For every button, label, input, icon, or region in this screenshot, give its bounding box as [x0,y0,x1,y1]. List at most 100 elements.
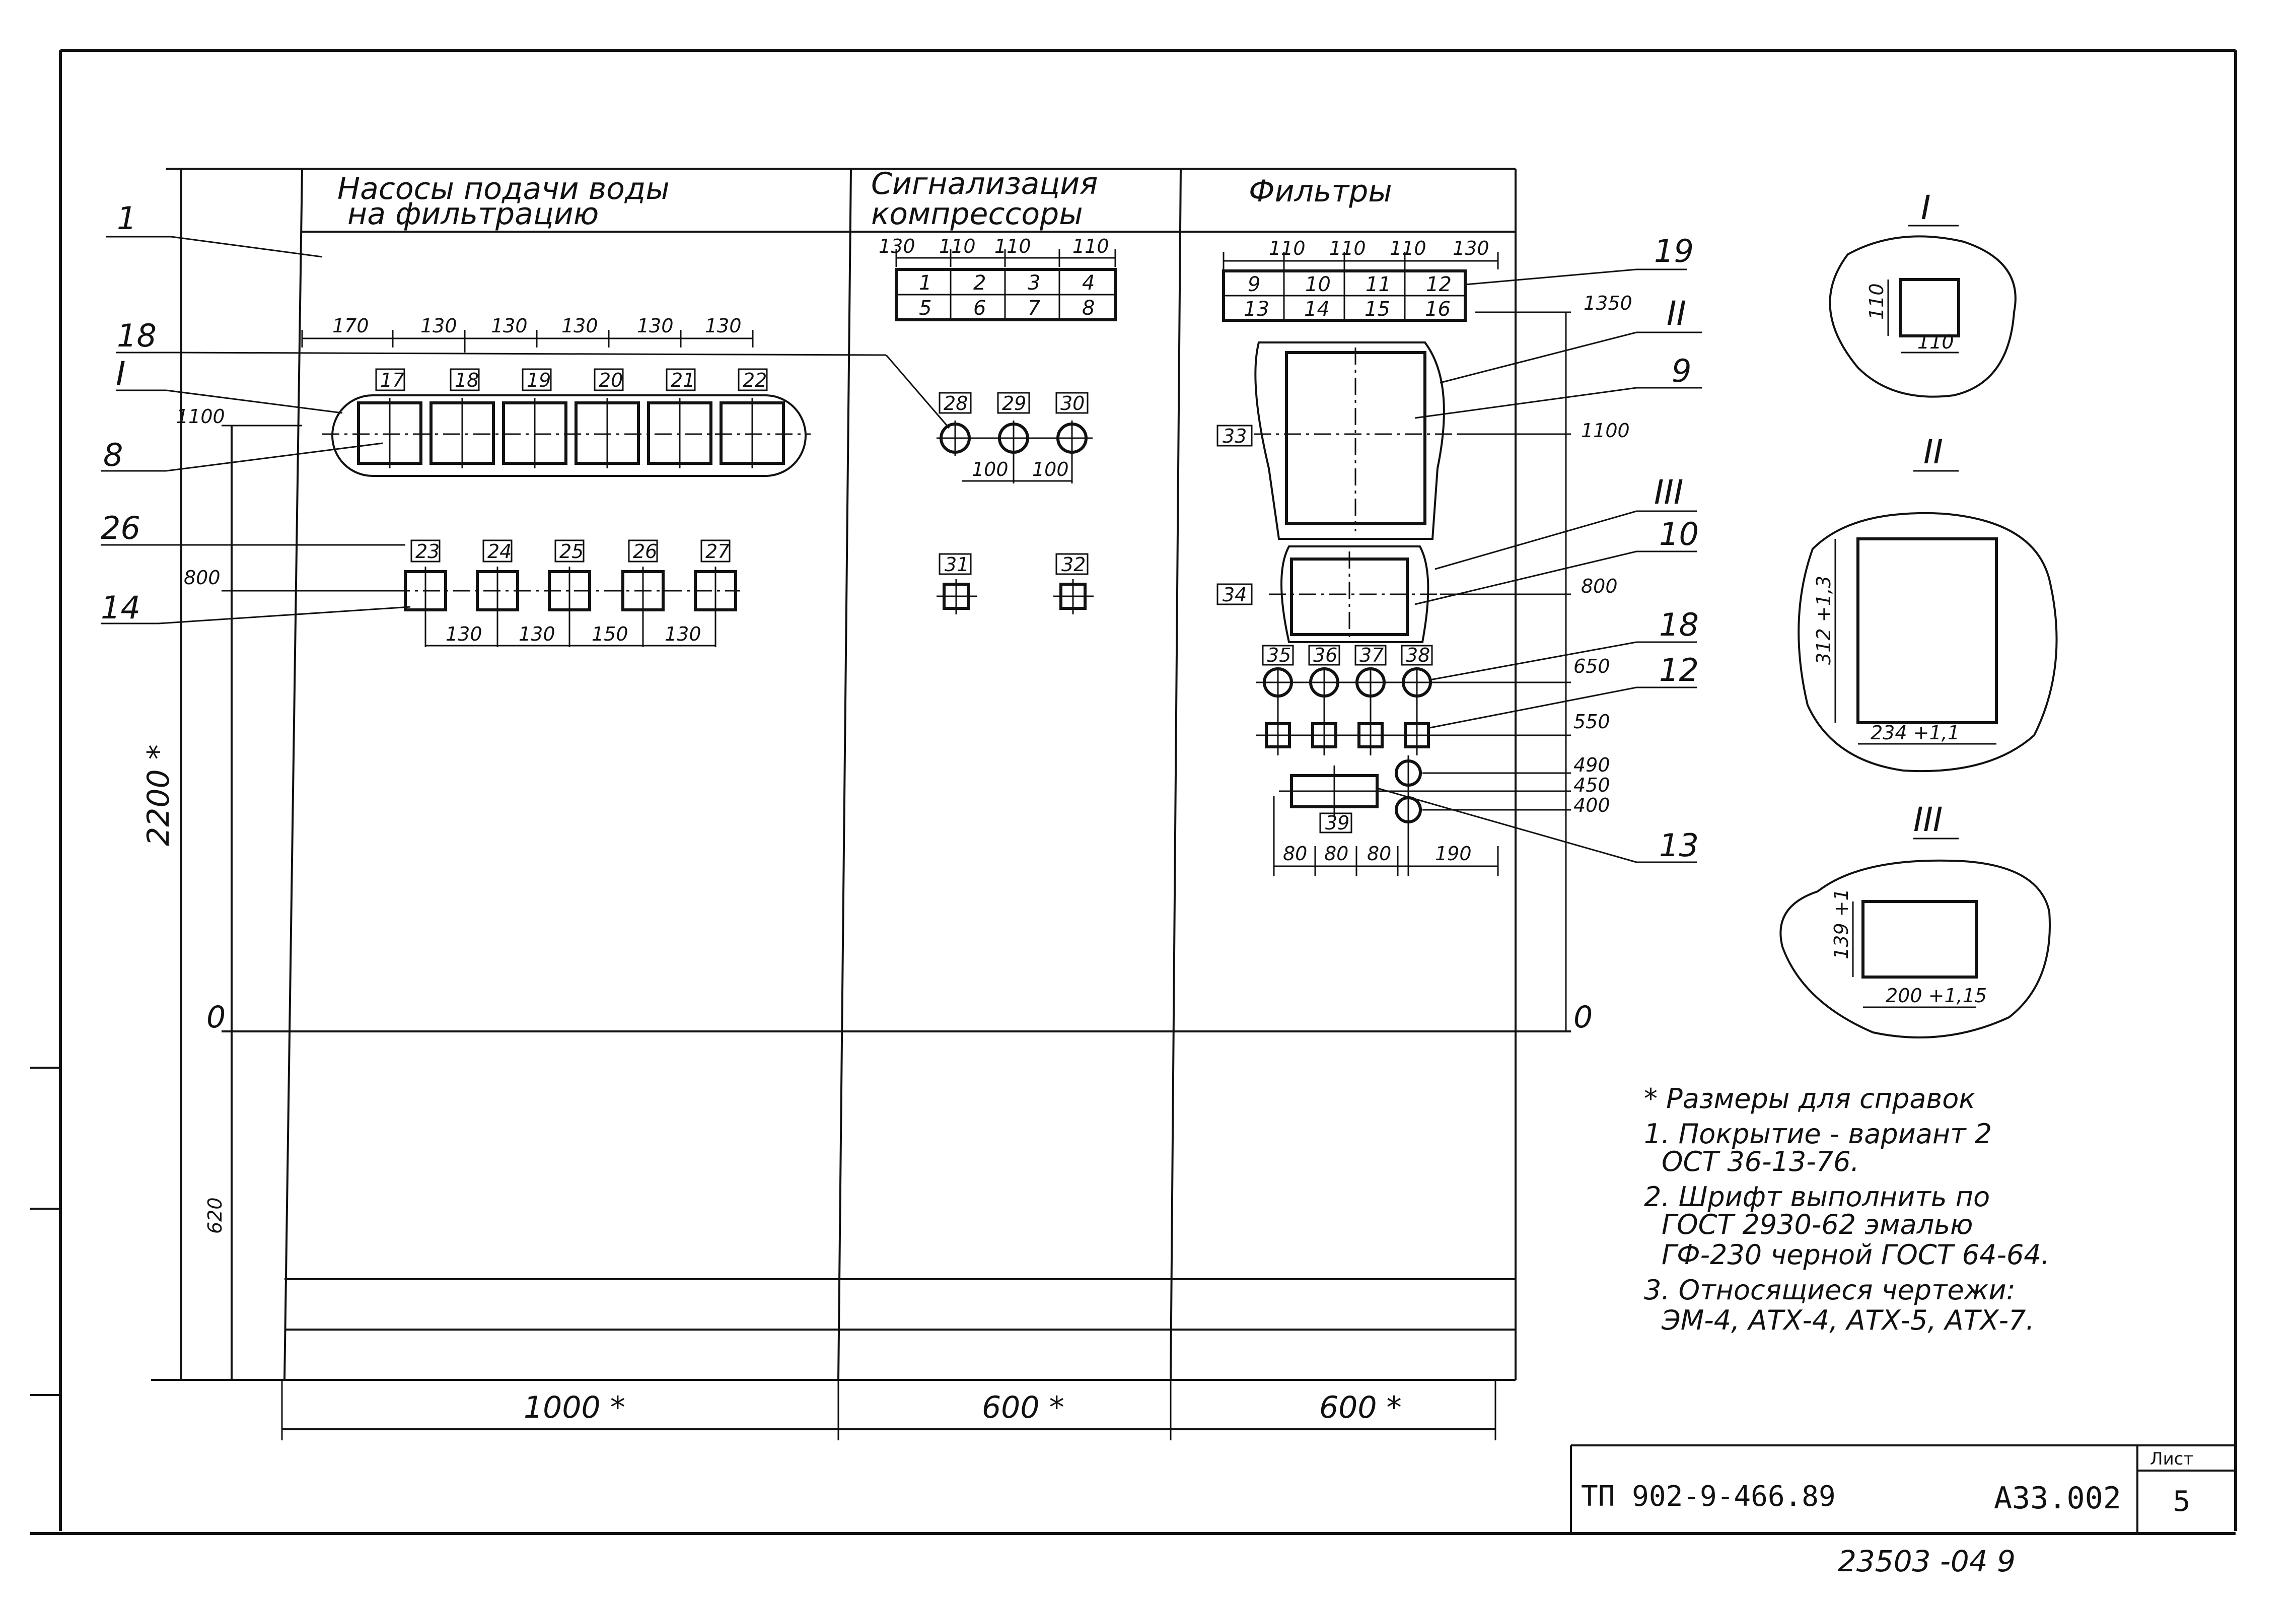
leader-18-left: 18 [117,317,157,354]
signal-button-tag-32: 32 [1061,553,1086,576]
signal-button-tag-31: 31 [945,553,969,576]
pump-tag-18: 18 [455,369,479,391]
dim-right-490: 490 [1573,754,1610,776]
dim-width-filters: 600 * [1319,1390,1402,1425]
pump-tag-20: 20 [599,369,623,391]
detail-view-II [1798,470,2058,773]
left-dimensions [151,169,393,1381]
filters-cell-13: 13 [1244,298,1269,321]
filters-lamp-tag-35: 35 [1267,644,1291,666]
pumps-dim-6: 130 [705,315,742,337]
leader-8: 8 [103,437,123,473]
detail-view-III [1779,838,2051,1038]
dim-left-zero: 0 [206,1000,226,1035]
signal-dim-1: 130 [879,235,915,257]
right-dimensions [1422,311,1571,1031]
note-line-7: 3. Относящиеся чертежи: [1644,1274,2016,1306]
section-pumps-title-1: Насосы подачи воды [337,171,670,206]
dim-right-zero: 0 [1573,1000,1593,1035]
leader-roman-II: II [1667,294,1686,333]
dim-right-1100: 1100 [1581,420,1630,442]
signal-button-tags [939,553,1089,575]
filters-cell-14: 14 [1304,298,1330,321]
detail-I-width: 110 [1917,331,1954,353]
dim-right-450: 450 [1573,774,1610,796]
leader-19: 19 [1654,233,1694,269]
note-line-5: ГОСТ 2930-62 эмалью [1662,1209,1973,1240]
dim-left-2200: 2200 * [141,744,176,846]
leader-12: 12 [1659,652,1699,688]
signal-lamp-dim-1: 100 [972,458,1009,480]
dim-width-signal: 600 * [982,1390,1064,1425]
pumps-row1-instruments [322,394,811,477]
filters-cell-10: 10 [1305,273,1331,296]
detail-III-title: III [1913,800,1943,839]
pumps-dim-3: 130 [491,315,528,337]
pumps-top-dimension-chain [301,330,754,353]
pump-tag-24: 24 [487,540,512,563]
bottom-dimensions [281,1380,1496,1440]
filters-medium-indicator [1216,545,1440,643]
filters-cell-16: 16 [1425,298,1451,321]
pump-tag-25: 25 [559,540,584,563]
detail-III-width: 200 +1,15 [1886,985,1987,1007]
signal-lamps [937,421,1093,483]
leader-9: 9 [1672,353,1691,389]
filters-dim-3: 110 [1390,237,1426,259]
signal-cell-5: 5 [919,297,931,320]
pump-tag-22: 22 [743,369,767,391]
pump-tag-17: 17 [380,369,404,391]
section-filters-title: Фильтры [1249,174,1392,209]
signal-lamp-dim-2: 100 [1032,458,1069,480]
dim-left-620: 620 [204,1197,226,1234]
note-line-3: ОСТ 36-13-76. [1662,1146,1859,1177]
pump-tag-27: 27 [705,540,730,563]
filters-lamp-grid [1222,269,1467,322]
dim-left-1100: 1100 [176,405,225,428]
filters-lamp-tags [1262,645,1433,666]
detail-I-title: I [1921,188,1930,227]
pumps-dim-4: 130 [561,315,598,337]
note-line-8: ЭМ-4, АТХ-4, АТХ-5, АТХ-7. [1661,1304,2035,1336]
signal-top-dimension-chain [895,249,1116,267]
signal-dim-4: 110 [1072,235,1109,257]
signal-cell-3: 3 [1028,271,1040,295]
dim-right-550: 550 [1573,711,1610,733]
filters-dim-2: 110 [1329,237,1366,259]
pumps-bottom-dim-3: 150 [592,623,628,645]
signal-lamp-grid [895,268,1117,321]
signal-cell-7: 7 [1028,297,1041,320]
signal-buttons [937,579,1094,614]
leader-roman-III: III [1654,473,1683,512]
dim-right-1350: 1350 [1584,292,1632,314]
leader-1: 1 [117,200,136,237]
filters-bottom-dim-2: 80 [1324,843,1348,865]
note-line-2: 1. Покрытие - вариант 2 [1644,1118,1992,1150]
filters-cell-11: 11 [1366,273,1391,296]
section-signal-title-2: компрессоры [871,196,1083,232]
note-line-6: ГФ-230 черной ГОСТ 64-64. [1662,1239,2050,1271]
filters-bottom-dim-1: 80 [1283,843,1307,865]
pump-tag-23: 23 [415,540,440,563]
pumps-row1-tags [375,368,768,391]
panel-outline [151,168,1571,1381]
drawing-frame [30,49,2237,1535]
dim-right-400: 400 [1573,794,1610,816]
title-block [1570,1444,2236,1534]
pumps-dim-1: 170 [332,315,369,337]
title-inventory-number: 23503 -04 9 [1838,1544,2016,1578]
pumps-dim-5: 130 [637,315,674,337]
leader-26: 26 [101,510,140,546]
leader-10: 10 [1659,516,1699,552]
signal-lamp-tag-30: 30 [1060,392,1085,414]
pumps-dim-2: 130 [420,315,457,337]
filters-lamp-tag-36: 36 [1313,644,1337,666]
leader-lines [101,236,1702,863]
title-sheet-number: 5 [2173,1485,2191,1518]
filters-lamp-tag-38: 38 [1406,644,1430,666]
detail-II-height: 312 +1,3 [1813,576,1835,665]
leader-14: 14 [101,589,140,626]
title-code: А33.002 [1994,1481,2121,1516]
dim-right-800: 800 [1581,575,1618,597]
pumps-row2-buttons [393,567,740,647]
